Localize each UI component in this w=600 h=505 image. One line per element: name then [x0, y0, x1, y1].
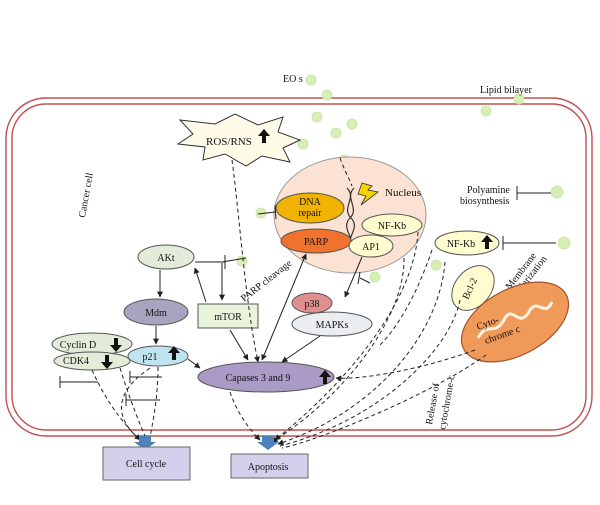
p21-up-arrow-icon — [168, 346, 180, 360]
ros-rns-label: ROS/RNS — [206, 136, 252, 148]
caspases-up-arrow-icon — [319, 370, 331, 384]
p21-node — [127, 345, 189, 367]
nfkb-nucleus-label: NF-Kb — [378, 221, 406, 232]
solid-connectors — [59, 253, 363, 406]
mitochondria — [460, 281, 570, 363]
mtor-node — [197, 303, 259, 329]
lipid-bilayer-label: Lipid bilayer — [480, 85, 533, 96]
dna-repair-label-1: DNA — [299, 197, 321, 208]
caspases-label: Capases 3 and 9 — [226, 373, 291, 384]
parp-label: PARP — [304, 237, 329, 248]
akt-node — [137, 244, 195, 270]
cell-cycle-box — [102, 446, 191, 481]
nfkb-cyto-label: NF-Kb — [447, 239, 475, 250]
ros-rns-starburst — [176, 113, 302, 167]
nfkb-cyto-node — [434, 230, 500, 256]
caspases-node — [197, 361, 335, 393]
polyamine-label-1: Polyamine — [467, 185, 510, 196]
blue-arrows — [134, 436, 279, 450]
eos-label: EO s — [283, 74, 303, 85]
membrane-inner — [11, 103, 587, 431]
nfkb-nucleus-node — [361, 213, 423, 237]
cdk4-down-arrow-icon — [101, 355, 113, 369]
polyamine-label-2: biosynthesis — [460, 196, 510, 207]
apoptosis-blue-arrow-icon — [257, 436, 279, 450]
cdk4-label: CDK4 — [63, 356, 89, 367]
apoptosis-box — [230, 453, 309, 479]
ap1-label: AP1 — [362, 242, 380, 253]
mitochondria-cristae — [476, 301, 554, 339]
apoptosis-label: Apoptosis — [248, 462, 289, 473]
cyclin-d-label: Cyclin D — [60, 340, 96, 351]
cell-cycle-blue-arrow-icon — [134, 436, 156, 450]
mtor-label: mTOR — [214, 312, 242, 323]
mdm-node — [123, 298, 189, 326]
dna-repair-inhibit-bar — [274, 204, 277, 220]
nfkb-up-arrow-icon — [481, 235, 493, 249]
dna-repair-inhibit-line — [257, 211, 276, 215]
ros-up-arrow-icon — [258, 129, 270, 143]
p38-label: p38 — [305, 299, 320, 310]
cell-cycle-label: Cell cycle — [126, 459, 167, 470]
ap1-inhibit-line — [359, 277, 371, 284]
parp-cleavage-label: PARP cleavage — [239, 258, 294, 305]
mdm-label: Mdm — [145, 308, 167, 319]
dashed-connectors — [91, 157, 487, 449]
release-label-2: cytochrome-c — [437, 374, 457, 431]
nucleus-label: Nucleus — [385, 187, 421, 199]
cancer-cell-label: Cancer cell — [77, 172, 96, 219]
lightning-bolt-icon — [357, 182, 379, 206]
cyclin-down-arrow-icon — [110, 338, 122, 352]
dna-repair-node — [275, 192, 345, 224]
dna-repair-label-2: repair — [298, 208, 322, 219]
akt-label: AKt — [157, 253, 174, 264]
ap1-inhibit-bar — [357, 271, 361, 285]
mapks-label: MAPKs — [316, 320, 349, 331]
ap1-node — [348, 234, 394, 258]
bcl2-node — [451, 265, 495, 311]
p21-label: p21 — [143, 352, 158, 363]
